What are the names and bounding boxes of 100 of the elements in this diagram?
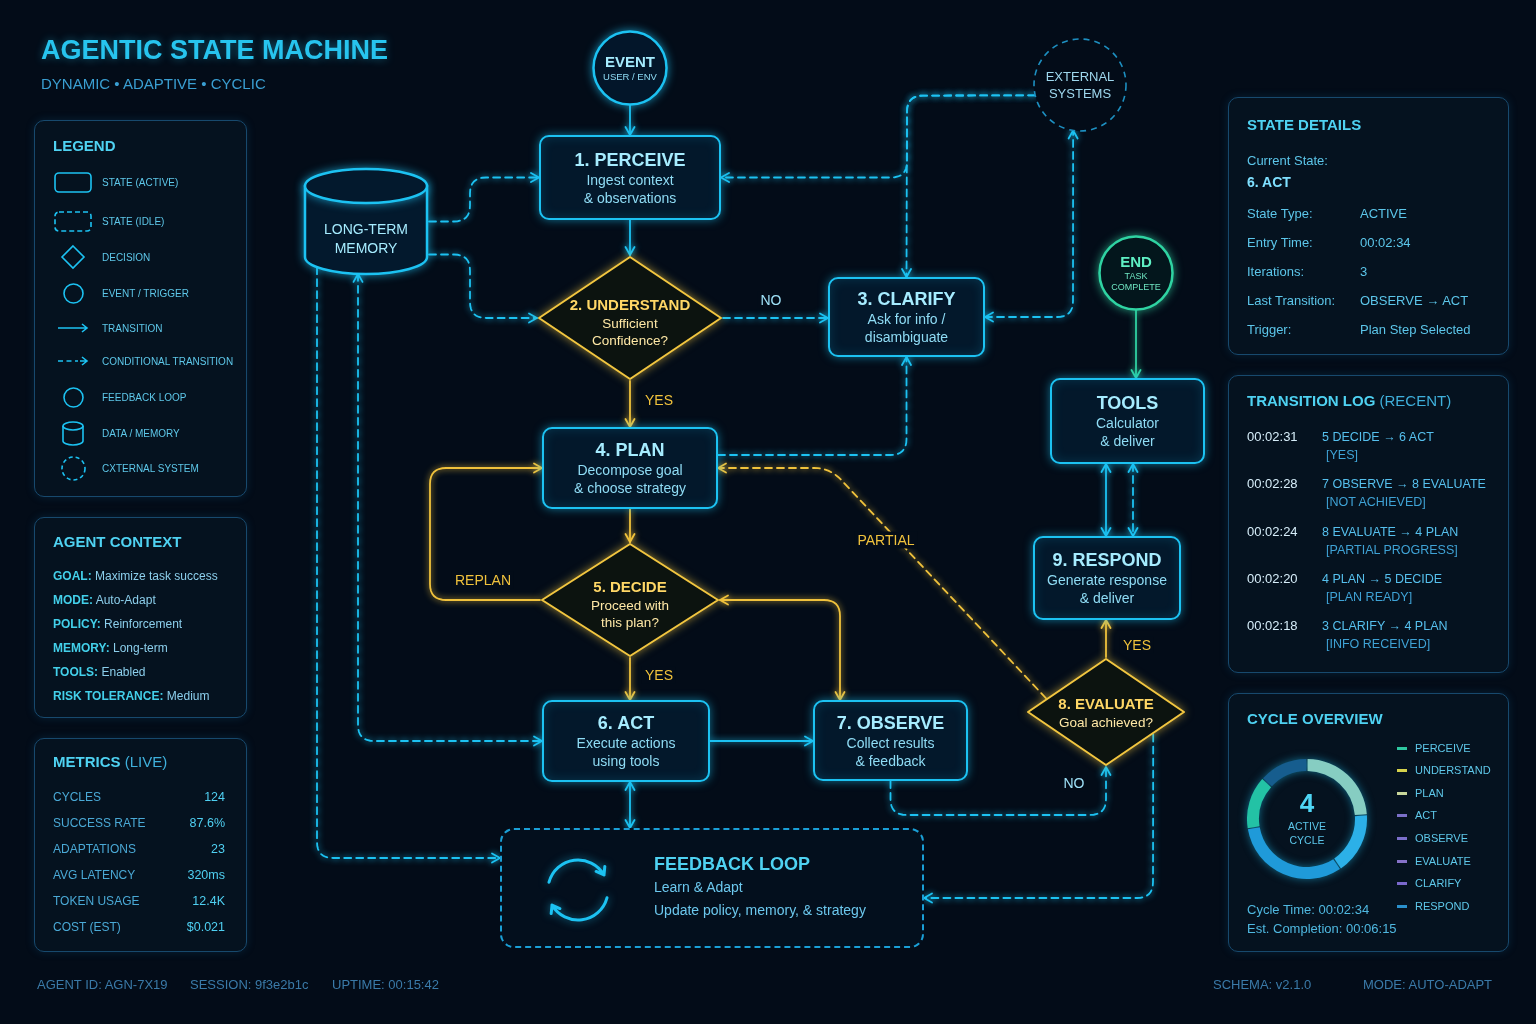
double-arrow [624, 781, 636, 829]
context-item: MEMORY: Long-term [53, 640, 168, 656]
arrow [709, 735, 814, 747]
current-state-value: 6. ACT [1247, 174, 1291, 191]
state-description: Decompose goal & choose strategy [572, 461, 688, 497]
metrics-panel [34, 738, 247, 952]
details-panel [1228, 97, 1509, 355]
log-time: 00:02:18 [1247, 618, 1298, 634]
double-arrow [352, 272, 543, 747]
arrow [624, 104, 636, 136]
arrow [722, 312, 829, 324]
state-box [813, 700, 968, 781]
legend-panel [34, 120, 247, 497]
metric-label: AVG LATENCY [53, 867, 136, 883]
context-item: MODE: Auto-Adapt [53, 592, 156, 608]
legend-label: CXTERNAL SYSTEM [102, 461, 199, 475]
circle-title: EVENT [605, 53, 655, 71]
double-arrow [1127, 463, 1139, 537]
cycle-time: Cycle Time: 00:02:34 [1247, 902, 1370, 918]
legend-label: FEEDBACK LOOP [102, 390, 187, 404]
detail-value: OBSERVE → ACT [1360, 293, 1469, 309]
decision-diamond [540, 542, 720, 658]
detail-value: 00:02:34 [1360, 235, 1411, 251]
log-transition: 8 EVALUATE → 4 PLAN [1322, 523, 1459, 540]
overview-panel [1228, 693, 1509, 952]
decision-diamond [537, 255, 723, 381]
log-time: 00:02:28 [1247, 476, 1298, 493]
legend-label: UNDERSTAND [1415, 764, 1491, 778]
log-transition: 4 PLAN → 5 DECIDE [1322, 570, 1443, 587]
double-arrow [719, 594, 846, 701]
detail-value: 3 [1360, 264, 1368, 280]
arrow [889, 766, 1112, 816]
state-description: Generate response & deliver [1046, 571, 1168, 607]
legend-label: PERCEIVE [1415, 741, 1471, 755]
decision-title: 2. UNDERSTAND [569, 295, 691, 315]
arrow [624, 380, 636, 428]
completion-time: Est. Completion: 00:06:15 [1247, 921, 1397, 937]
circle-title: END [1120, 253, 1152, 271]
log-time: 00:02:20 [1247, 570, 1298, 587]
diagram-title: AGENTIC STATE MACHINE [41, 34, 388, 66]
legend-label: EVENT / TRIGGER [102, 286, 189, 300]
footer-text: AGENT ID: AGN-7X19 [37, 977, 168, 993]
legend-label: DATA / MEMORY [102, 426, 180, 440]
metric-label: TOKEN USAGE [53, 893, 140, 909]
log-transition: 5 DECIDE → 6 ACT [1322, 429, 1434, 445]
metric-label: ADAPTATIONS [53, 841, 136, 857]
arrow [717, 462, 1047, 700]
metric-value: 12.4K [192, 893, 225, 909]
metric-label: CYCLES [53, 789, 102, 805]
log-time: 00:02:31 [1247, 429, 1298, 445]
state-title: 3. CLARIFY [857, 288, 956, 310]
state-description: Execute actions using tools [575, 734, 677, 770]
detail-value: Plan Step Selected [1360, 322, 1471, 338]
legend-label: OBSERVE [1415, 831, 1468, 845]
log-time: 00:02:24 [1247, 523, 1298, 540]
footer-text: UPTIME: 00:15:42 [332, 977, 439, 993]
state-title: 4. PLAN [595, 439, 665, 461]
metric-value: 320ms [187, 867, 225, 883]
metric-label: COST (EST) [53, 919, 121, 935]
metric-value: 87.6% [189, 815, 225, 831]
circle-subtitle: USER / ENV [603, 71, 657, 83]
legend-label: PLAN [1415, 786, 1444, 800]
feedback-description: Update policy, memory, & strategy [654, 902, 866, 920]
context-panel [34, 517, 247, 718]
arrow [1130, 309, 1142, 379]
panel-title: STATE DETAILS [1247, 116, 1362, 134]
decision-question: Sufficient Confidence? [591, 315, 669, 349]
context-item: RISK TOLERANCE: Medium [53, 688, 210, 704]
legend-label: ACT [1415, 809, 1437, 823]
context-item: TOOLS: Enabled [53, 664, 146, 680]
log-reason: [PARTIAL PROGRESS] [1326, 541, 1458, 558]
panel-title: AGENT CONTEXT [53, 533, 182, 551]
feedback-subtitle: Learn & Adapt [654, 879, 743, 897]
state-box [539, 135, 721, 220]
footer-text: SCHEMA: v2.1.0 [1213, 977, 1312, 993]
metric-value: 23 [211, 841, 225, 857]
circle-label: EXTERNAL SYSTEMS [1044, 68, 1116, 102]
arrow [1100, 619, 1112, 658]
log-reason: [YES] [1326, 447, 1358, 463]
footer-text: MODE: AUTO-ADAPT [1363, 977, 1493, 993]
arrow [624, 508, 636, 543]
arrow [316, 266, 501, 864]
decision-title: 5. DECIDE [593, 577, 667, 597]
end-circle [1098, 235, 1174, 311]
state-box [542, 427, 718, 509]
panel-title: METRICS (LIVE) [53, 753, 168, 771]
detail-label: State Type: [1247, 206, 1313, 222]
double-arrow [1100, 463, 1112, 537]
legend-label: STATE (IDLE) [102, 214, 165, 228]
state-box [1033, 536, 1181, 620]
state-box [828, 277, 985, 357]
arrow [428, 172, 540, 223]
state-description: Ask for info / disambiguate [863, 310, 950, 346]
legend-label: TRANSITION [102, 321, 163, 335]
detail-label: Last Transition: [1247, 293, 1336, 309]
context-item: GOAL: Maximize task success [53, 568, 218, 584]
arrow [624, 219, 636, 256]
feedback-loop-box [500, 828, 924, 948]
arrow [429, 462, 543, 601]
panel-title: LEGEND [53, 137, 116, 155]
